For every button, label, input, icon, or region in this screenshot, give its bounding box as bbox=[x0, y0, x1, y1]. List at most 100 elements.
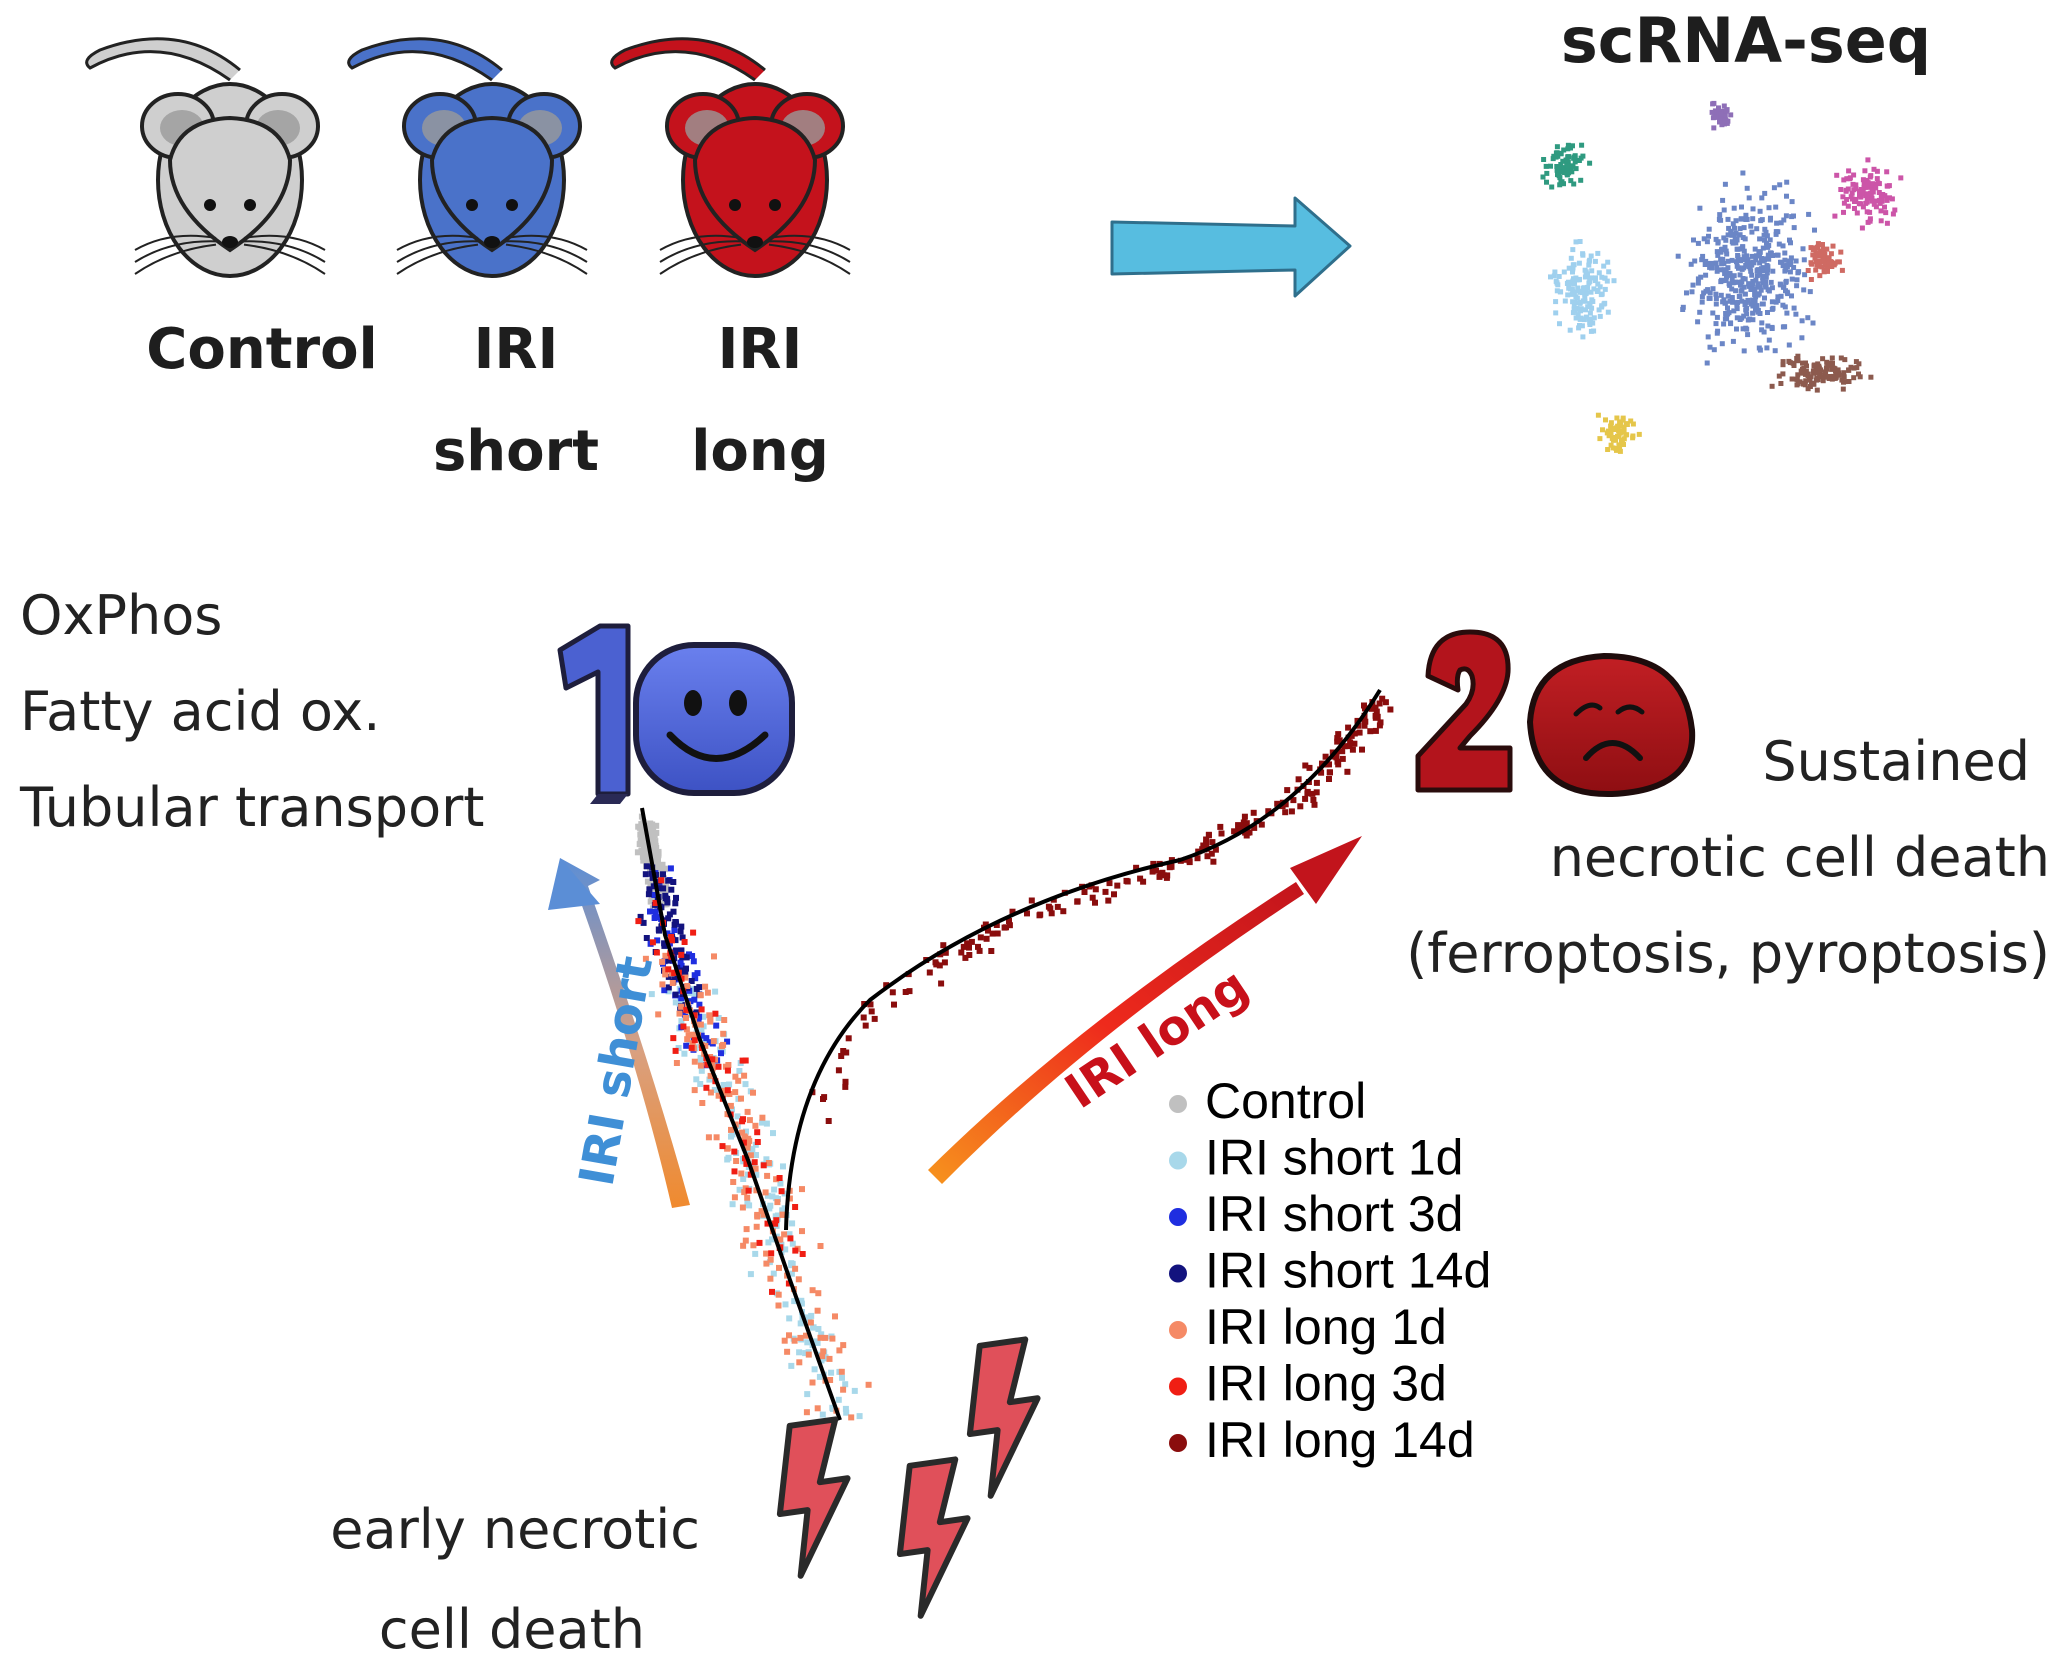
trajectory-point bbox=[650, 844, 657, 851]
umap-point bbox=[1781, 284, 1787, 290]
umap-point bbox=[1742, 300, 1748, 306]
umap-point bbox=[1784, 193, 1789, 199]
umap-point bbox=[1733, 218, 1739, 224]
umap-point bbox=[1593, 275, 1598, 281]
umap-point bbox=[1825, 362, 1831, 368]
umap-point bbox=[1864, 192, 1870, 198]
umap-point bbox=[1843, 188, 1849, 194]
trajectory-point bbox=[983, 935, 990, 942]
umap-point bbox=[1820, 356, 1826, 362]
umap-point bbox=[1764, 240, 1769, 246]
umap-point bbox=[1569, 163, 1575, 169]
trajectory-point bbox=[742, 1081, 749, 1088]
trajectory-point bbox=[659, 958, 666, 965]
trajectory-point bbox=[689, 1031, 696, 1038]
trajectory-point bbox=[671, 975, 678, 981]
umap-point bbox=[1587, 301, 1593, 307]
umap-point bbox=[1721, 267, 1727, 273]
trajectory-point bbox=[718, 1043, 725, 1050]
umap-point bbox=[1611, 278, 1617, 284]
trajectory-point bbox=[803, 1409, 810, 1416]
umap-point bbox=[1828, 251, 1834, 257]
umap-point bbox=[1840, 194, 1846, 200]
trajectory-point bbox=[842, 1381, 849, 1388]
umap-point bbox=[1781, 217, 1787, 223]
umap-point bbox=[1718, 292, 1724, 298]
umap-point bbox=[1566, 170, 1572, 176]
umap-point bbox=[1761, 232, 1767, 238]
umap-point bbox=[1865, 157, 1871, 163]
umap-point bbox=[1788, 240, 1793, 246]
trajectory-point bbox=[680, 1023, 687, 1030]
umap-point bbox=[1700, 253, 1706, 259]
umap-point bbox=[1557, 182, 1563, 188]
trajectory-point bbox=[648, 870, 655, 877]
state-2-line3: (ferroptosis, pyroptosis) bbox=[1406, 922, 2050, 985]
trajectory-point bbox=[1009, 908, 1016, 915]
umap-point bbox=[1580, 153, 1586, 159]
trajectory-point bbox=[814, 1339, 821, 1346]
umap-point bbox=[1577, 316, 1583, 322]
umap-point bbox=[1844, 176, 1850, 182]
umap-point bbox=[1577, 276, 1582, 282]
umap-point bbox=[1723, 118, 1729, 124]
trajectory-line-long bbox=[784, 688, 1382, 1231]
trajectory-point bbox=[1205, 832, 1212, 839]
umap-point bbox=[1850, 181, 1856, 187]
umap-point bbox=[1731, 273, 1737, 279]
legend-swatch bbox=[1169, 1208, 1187, 1226]
umap-point bbox=[1562, 298, 1568, 304]
umap-point bbox=[1810, 320, 1816, 326]
umap-point bbox=[1795, 353, 1801, 359]
trajectory-point bbox=[731, 1168, 738, 1175]
umap-point bbox=[1722, 121, 1727, 127]
trajectory-point bbox=[752, 1122, 759, 1129]
trajectory-point bbox=[728, 1126, 734, 1133]
trajectory-point bbox=[1001, 924, 1008, 931]
trajectory-point bbox=[651, 892, 658, 898]
umap-point bbox=[1876, 190, 1882, 195]
trajectory-point bbox=[681, 1011, 688, 1018]
umap-point bbox=[1587, 310, 1593, 316]
trajectory-point bbox=[771, 1186, 778, 1193]
umap-point bbox=[1734, 302, 1740, 308]
umap-point bbox=[1841, 370, 1847, 376]
trajectory-point bbox=[821, 1094, 828, 1101]
trajectory-point bbox=[682, 974, 689, 981]
umap-point bbox=[1879, 196, 1885, 202]
umap-point bbox=[1618, 422, 1623, 428]
trajectory-point bbox=[683, 1015, 689, 1021]
trajectory-point bbox=[735, 1077, 742, 1084]
trajectory-point bbox=[1081, 889, 1088, 895]
trajectory-point bbox=[692, 992, 699, 999]
umap-point bbox=[1735, 299, 1741, 305]
trajectory-point bbox=[1297, 803, 1304, 810]
trajectory-point bbox=[649, 939, 656, 946]
feature-oxphos: OxPhos bbox=[20, 584, 222, 647]
umap-point bbox=[1858, 194, 1864, 200]
umap-point bbox=[1572, 281, 1577, 287]
trajectory-point bbox=[672, 991, 679, 998]
trajectory-point bbox=[683, 1006, 690, 1013]
umap-point bbox=[1718, 217, 1724, 223]
trajectory-point bbox=[796, 1349, 803, 1356]
umap-point bbox=[1724, 251, 1730, 257]
umap-point bbox=[1601, 263, 1607, 269]
umap-point bbox=[1856, 361, 1862, 367]
trajectory-point bbox=[1048, 910, 1055, 917]
umap-point bbox=[1799, 335, 1805, 341]
legend-label: IRI long 1d bbox=[1205, 1299, 1447, 1355]
umap-point bbox=[1710, 101, 1716, 107]
umap-point bbox=[1874, 176, 1880, 182]
umap-point bbox=[1775, 294, 1781, 300]
umap-point bbox=[1617, 448, 1623, 454]
umap-point bbox=[1856, 371, 1861, 377]
trajectory-point bbox=[799, 1251, 806, 1257]
umap-point bbox=[1834, 368, 1840, 374]
trajectory-point bbox=[664, 930, 671, 937]
trajectory-point bbox=[671, 949, 678, 956]
trajectory-point bbox=[766, 1205, 773, 1212]
umap-point bbox=[1690, 282, 1696, 288]
trajectory-point bbox=[1203, 836, 1210, 843]
trajectory-point bbox=[1208, 850, 1215, 857]
